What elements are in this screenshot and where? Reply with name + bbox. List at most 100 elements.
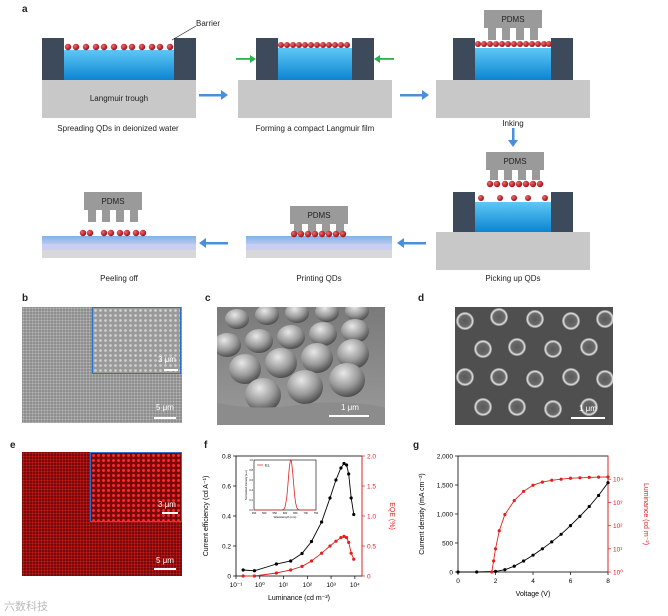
chart-f-series-0-point xyxy=(320,520,323,523)
chart-f-series-1-point xyxy=(253,574,256,577)
chart-f-inset-frame xyxy=(254,460,316,510)
chart-g-ytick-label: 2,000 xyxy=(437,454,454,461)
chart-g-ytick-label: 1,500 xyxy=(437,483,454,490)
chart-g-xtick-label: 0 xyxy=(456,578,460,585)
pdms-label-step5: PDMS xyxy=(290,211,348,220)
chart-f-series-1-point xyxy=(339,536,342,539)
chart-f-xtick-label: 10³ xyxy=(326,582,336,589)
chart-f-series-0-point xyxy=(339,466,342,469)
panel-c-label: c xyxy=(205,293,211,304)
scale-text-d: 1 μm xyxy=(579,404,597,413)
chart-f-series-0-point xyxy=(328,496,331,499)
chart-f-series-0-point xyxy=(300,552,303,555)
chart-g-series-0-point xyxy=(597,494,600,497)
chart-f-xtick-label: 10⁻¹ xyxy=(230,582,244,589)
chart-g-series-1-point xyxy=(578,476,581,479)
chart-g-series-1-point xyxy=(498,529,501,532)
chart-g-series-0-point xyxy=(588,505,591,508)
barrier-label: Barrier xyxy=(196,19,220,28)
chart-f-series-1-point xyxy=(310,559,313,562)
chart-g-series-1-point xyxy=(569,477,572,480)
chart-f-inset-legend-text: EL xyxy=(265,463,271,468)
chart-f-series-0-point xyxy=(347,472,350,475)
chart-f-series-0-point xyxy=(352,513,355,516)
chart-g-series-0-point xyxy=(560,533,563,536)
chart-f-xtick-label: 10² xyxy=(303,582,313,589)
step4-diagram xyxy=(436,152,590,270)
chart-f-y2tick-label: 0.5 xyxy=(367,544,376,551)
chart-g-y2label: Luminance (cd m⁻²) xyxy=(642,483,649,545)
step-caption-6: Peeling off xyxy=(76,274,162,283)
scalebar-e-inset xyxy=(162,512,178,514)
arrow-3 xyxy=(508,128,518,147)
chart-f-series-1-point xyxy=(350,552,353,555)
chart-g-ytick-label: 1,000 xyxy=(437,512,454,519)
chart-f-series-0-point xyxy=(289,559,292,562)
sem-image-c: 1 μm xyxy=(217,307,385,425)
chart-f-inset-ylabel: Normalized intensity (a.u.) xyxy=(244,470,248,500)
chart-f-inset-xlabel: Wavelength (nm) xyxy=(274,515,297,519)
chart-g-ylabel: Current density (mA cm⁻²) xyxy=(419,473,426,555)
chart-f-y2tick-label: 0 xyxy=(367,574,371,581)
chart-g-series-0-point xyxy=(503,568,506,571)
chart-f-y2tick-label: 1.0 xyxy=(367,514,376,521)
chart-g-y2tick-label: 10⁴ xyxy=(613,477,623,484)
chart-f-inset-xtick-label: 500 xyxy=(262,511,267,515)
panel-b-label: b xyxy=(22,293,28,304)
chart-g-series-1-point xyxy=(550,479,553,482)
chart-g-series-0-point xyxy=(550,540,553,543)
chart-f-inset-xtick-label: 700 xyxy=(304,511,309,515)
trough-label: Langmuir trough xyxy=(42,94,196,103)
chart-f-inset-ytick-label: 0.6 xyxy=(249,478,253,482)
sem-image-b: 3 μm 5 μm xyxy=(22,307,182,423)
chart-g-y2tick-label: 10¹ xyxy=(613,546,623,553)
chart-f-inset-ytick-label: 0.0 xyxy=(249,508,253,512)
chart-f-inset-ytick-label: 1.0 xyxy=(249,458,253,462)
chart-f-series-0-point xyxy=(345,463,348,466)
chart-g-series-1-point xyxy=(541,480,544,483)
panel-e-label: e xyxy=(10,440,16,451)
chart-g-series-1-point xyxy=(597,476,600,479)
scale-text-b-main: 5 μm xyxy=(156,403,174,412)
chart-g-series-0-point xyxy=(531,554,534,557)
chart-g-xtick-label: 2 xyxy=(494,578,498,585)
chart-f-ytick-label: 0 xyxy=(227,574,231,581)
chart-f-series-1-point xyxy=(300,565,303,568)
step1-qd-layer xyxy=(65,44,173,50)
pdms-label-step3: PDMS xyxy=(484,15,542,24)
chart-f-ytick-label: 0.8 xyxy=(222,454,231,461)
watermark: 六数科技 xyxy=(4,598,48,614)
chart-f-y2tick-label: 2.0 xyxy=(367,454,376,461)
chart-g-series-1-point xyxy=(513,499,516,502)
scale-text-e-inset: 3 μm xyxy=(158,500,176,509)
scale-text-e-main: 5 μm xyxy=(156,556,174,565)
chart-f-series-1-point xyxy=(334,540,337,543)
chart-f-series-1-point xyxy=(289,568,292,571)
chart-g-series-0-point xyxy=(541,547,544,550)
arrow-5 xyxy=(199,238,228,248)
scalebar-e-main xyxy=(154,568,176,570)
scale-text-b-inset: 3 μm xyxy=(158,355,176,364)
step-caption-1: Spreading QDs in deionized water xyxy=(30,124,206,133)
chart-g-series-0-point xyxy=(494,570,497,573)
pl-image-e: 3 μm 5 μm xyxy=(22,452,182,576)
chart-g-xtick-label: 8 xyxy=(606,578,610,585)
chart-g-series-1-point xyxy=(531,484,534,487)
chart-g-series-0-point xyxy=(475,570,478,573)
chart-g-series-0-point xyxy=(456,570,459,573)
chart-f-ytick-label: 0.2 xyxy=(222,544,231,551)
step-caption-2: Forming a compact Langmuir film xyxy=(230,124,400,133)
chart-g-series-0-point xyxy=(522,559,525,562)
scalebar-b-main xyxy=(154,417,176,419)
chart-f-series-0-point xyxy=(242,568,245,571)
arrow-2 xyxy=(400,90,429,100)
chart-f-inset-ytick-label: 0.8 xyxy=(249,468,253,472)
sem-image-d: 1 μm xyxy=(455,307,613,425)
chart-g-y2tick-label: 10⁰ xyxy=(613,569,623,577)
chart-g-series-1-point xyxy=(522,490,525,493)
arrow-1 xyxy=(199,90,228,100)
step1-diagram xyxy=(42,26,196,118)
step-caption-5: Printing QDs xyxy=(276,274,362,283)
arrow-4 xyxy=(397,238,426,248)
chart-g-xlabel: Voltage (V) xyxy=(516,591,551,598)
